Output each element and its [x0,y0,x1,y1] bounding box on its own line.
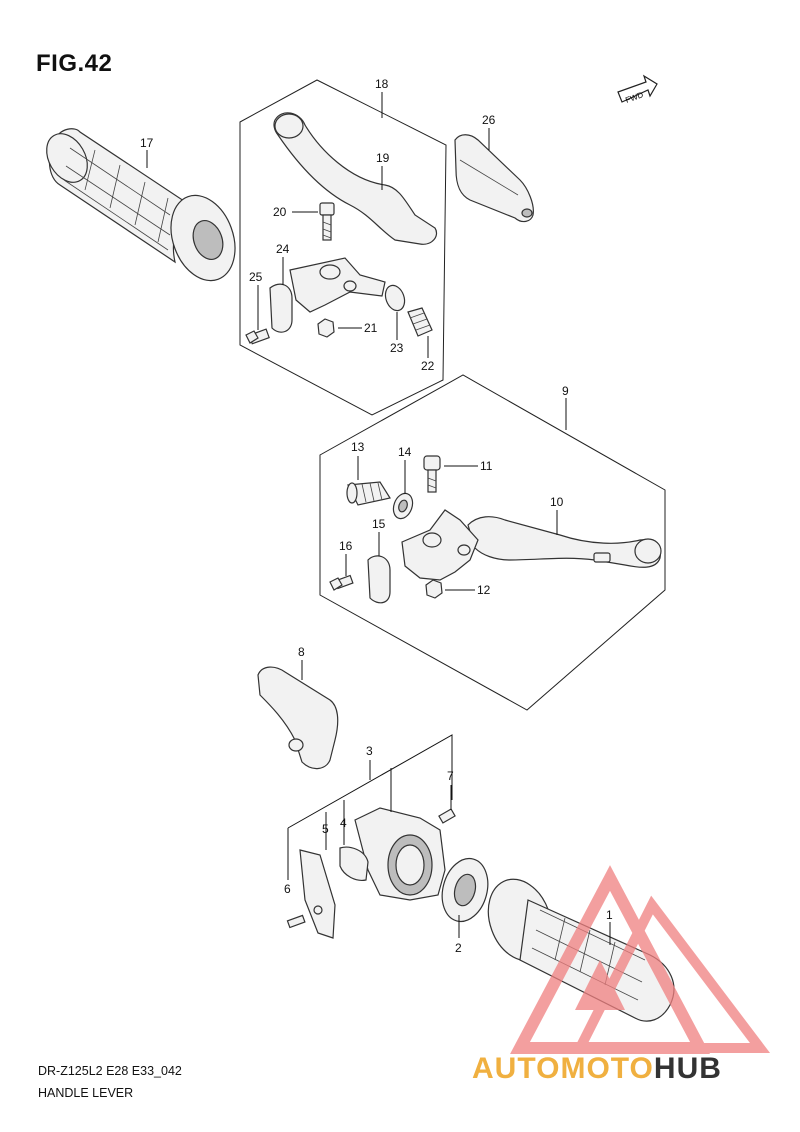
clutch-lever-part [273,112,438,245]
callout-labels: 1 2 3 4 5 6 7 8 9 10 11 12 13 14 15 16 1… [140,77,613,955]
cable-adjuster-part [384,284,433,337]
callout-19: 19 [376,151,390,165]
throttle-case-part [286,807,456,939]
fwd-arrow-icon: FWD [617,74,658,105]
figure-caption: HANDLE LEVER [38,1086,134,1100]
callout-3: 3 [366,744,373,758]
callout-9: 9 [562,384,569,398]
throttle-pulley-part [441,857,489,923]
callout-26: 26 [482,113,496,127]
callout-1: 1 [606,908,613,922]
watermark-logo [510,865,771,1054]
callout-25: 25 [249,270,263,284]
callout-17: 17 [140,136,154,150]
callout-5: 5 [322,822,329,836]
callout-13: 13 [351,440,365,454]
lever-boot-part [454,134,534,223]
pivot-bolt-part [319,202,335,241]
watermark-brand: AUTOMOTOHUB [472,1052,722,1086]
callout-18: 18 [375,77,389,91]
callout-10: 10 [550,495,564,509]
callout-22: 22 [421,359,435,373]
nut-21-part [317,318,335,338]
model-code: DR-Z125L2 E28 E33_042 [38,1064,182,1078]
leader-lines [146,92,611,945]
callout-8: 8 [298,645,305,659]
watermark-brand-part1: AUTOMOTO [472,1052,654,1085]
callout-6: 6 [284,882,291,896]
callout-20: 20 [273,205,287,219]
callout-23: 23 [390,341,404,355]
callout-16: 16 [339,539,353,553]
callout-11: 11 [480,459,493,473]
figure-title: FIG.42 [36,50,113,77]
watermark-brand-part2: HUB [653,1052,722,1085]
callout-7: 7 [447,769,454,783]
throttle-cable-cover-part [257,666,339,770]
callout-4: 4 [340,816,347,830]
throttle-grip-part [487,878,675,1022]
callout-21: 21 [364,321,378,335]
brake-lever-part [467,516,662,568]
group-frame-9 [319,374,666,711]
callout-24: 24 [276,242,290,256]
callout-12: 12 [477,583,491,597]
clutch-holder-clamp-part [245,257,386,345]
callout-15: 15 [372,517,386,531]
group-frame-18 [239,79,447,416]
left-grip-part [46,128,236,282]
callout-14: 14 [398,445,412,459]
brake-holder-assembly-part [329,455,479,604]
callout-2: 2 [455,941,462,955]
